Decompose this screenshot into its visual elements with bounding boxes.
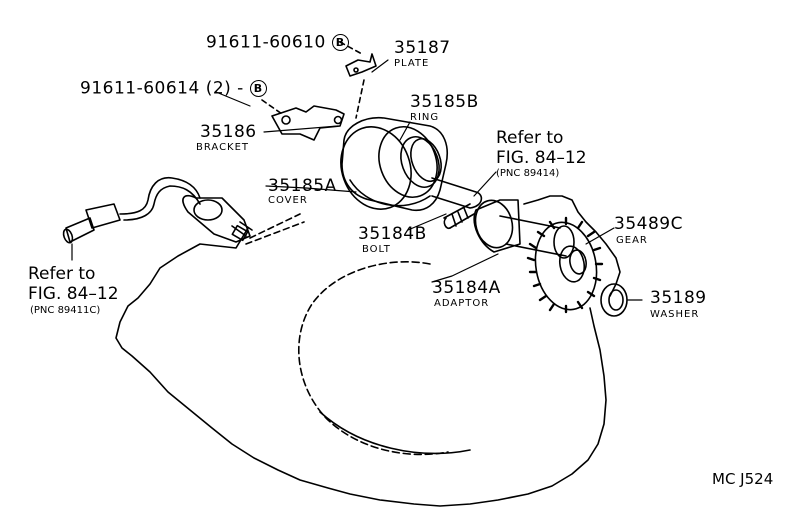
screw-dash-upper [339, 41, 365, 119]
part-91611-60610-label: 91611-60610 B [206, 34, 349, 52]
part-35185B-number: 35185B [410, 92, 479, 112]
adaptor-35184A [473, 199, 575, 259]
ref-left-pnc: (PNC 89411C) [30, 305, 101, 316]
part-35489C-number: 35489C [614, 214, 683, 234]
part-35187-name: PLATE [394, 58, 430, 69]
screw-dash-lower [261, 99, 283, 115]
plate-35187 [345, 53, 377, 77]
part-35489C-name: GEAR [616, 235, 648, 246]
part-35187-number: 35187 [394, 38, 451, 58]
part-35185B-name: RING [410, 112, 440, 123]
part-35184A-name: ADAPTOR [434, 298, 490, 309]
ring-35185B [400, 136, 442, 188]
gear-35489C [526, 216, 604, 314]
part-35184B-number: 35184B [358, 224, 427, 244]
figure-code: MC J524 [712, 470, 774, 488]
bell-housing-opening [297, 261, 449, 456]
part-35189-name: WASHER [650, 309, 700, 320]
sensor-wire [119, 176, 201, 221]
part-35185A-number: 35185A [268, 176, 337, 196]
part-35189-number: 35189 [650, 288, 707, 308]
part-35186-number: 35186 [200, 122, 257, 142]
part-35184B-name: BOLT [362, 244, 391, 255]
part-91611-60614-label: 91611-60614 (2) - B [80, 80, 267, 98]
bracket-35186 [271, 105, 345, 141]
part-35186-name: BRACKET [196, 142, 250, 153]
connector-plug [62, 203, 121, 244]
part-35184A-number: 35184A [432, 278, 501, 298]
bolt-35184B [443, 203, 475, 230]
washer-35189 [600, 283, 628, 317]
part-35185A-name: COVER [268, 195, 308, 206]
ref-left-line1: Refer to [28, 264, 96, 284]
speed-sensor [182, 194, 253, 243]
sensor-to-bracket-leader [245, 213, 305, 245]
circle-b-icon: B [331, 34, 349, 51]
transmission-case-outline [115, 195, 621, 507]
ref-left-line2: FIG. 84–12 [28, 284, 119, 304]
part-91611-60610-number: 91611-60610 [206, 32, 326, 53]
ref-right-pnc: (PNC 89414) [496, 168, 560, 179]
part-91611-60614-number: 91611-60614 (2) - [80, 78, 244, 99]
bell-housing-lower-line [319, 411, 471, 455]
cover-35185A [340, 116, 448, 212]
circle-b-icon: B [249, 80, 267, 97]
ref-right-line1: Refer to [496, 128, 564, 148]
ref-right-line2: FIG. 84–12 [496, 148, 587, 168]
leader-lines [71, 59, 643, 301]
